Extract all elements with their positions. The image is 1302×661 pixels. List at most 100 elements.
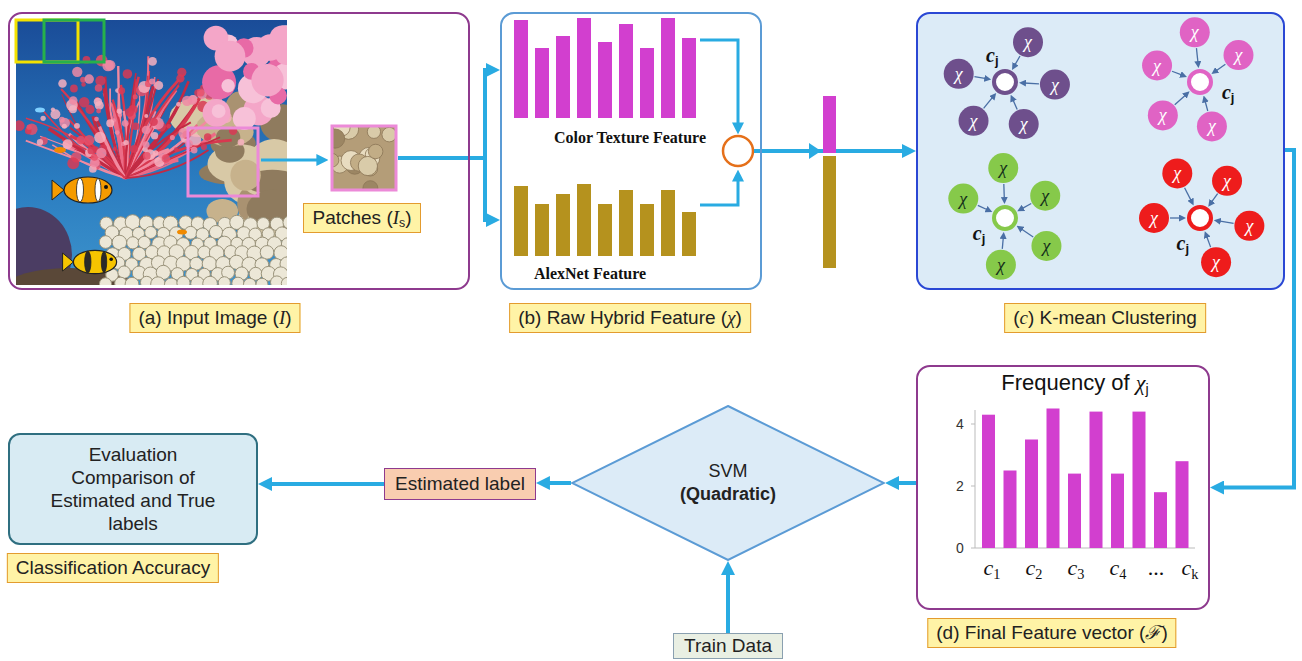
coral-polyp	[213, 118, 219, 124]
coral-polyp	[142, 126, 151, 135]
anemone-bubble	[274, 246, 287, 260]
coral-polyp	[16, 120, 25, 131]
coral-branch	[121, 85, 126, 178]
coral-polyp	[153, 123, 159, 129]
feature-point	[1180, 17, 1210, 47]
graphic-part: j	[1185, 241, 1189, 256]
anemone-bubble	[283, 216, 287, 229]
anemone-bubble	[139, 257, 154, 272]
graphic-part: s	[399, 216, 405, 230]
arrow-line	[1220, 150, 1294, 488]
fish-band	[101, 252, 106, 273]
coral-branch	[125, 150, 209, 178]
merge-arrow	[700, 40, 738, 126]
graphic-part: c	[984, 555, 994, 580]
anemone-bubble	[191, 217, 204, 230]
anemone-bubble	[184, 245, 198, 259]
graphic-part: 4	[956, 416, 964, 432]
coral-polyp	[176, 102, 181, 107]
graphic-part: Evaluation Comparison of Estimated and T…	[51, 444, 216, 534]
feature-panel: (b) Raw Hybrid Feature (χ)Color Texture …	[500, 12, 762, 290]
graphic-part: 4	[1119, 566, 1126, 582]
flow-arrow	[546, 483, 571, 484]
graphic-part: Frequency of	[1001, 370, 1136, 395]
coral-polyp	[99, 145, 107, 153]
graphic-part: χ	[1235, 45, 1243, 65]
coral-polyp	[90, 157, 100, 167]
anemone-bubble	[249, 228, 262, 241]
graphic-part: k	[1191, 566, 1198, 582]
assignment-arrow	[1021, 229, 1034, 237]
flow-arrow	[470, 70, 490, 220]
coral-polyp	[37, 139, 43, 145]
coral-polyp	[70, 85, 78, 93]
coral-polyp	[106, 119, 114, 127]
rock	[196, 111, 251, 146]
coral-polyp	[95, 76, 105, 86]
coral-polyp	[144, 114, 148, 118]
color-texture-bar	[619, 24, 633, 118]
coral-polyp	[90, 160, 100, 170]
anemone-bubble	[230, 215, 244, 229]
cluster-centroid	[994, 207, 1016, 229]
hybrid-bar	[823, 156, 836, 268]
graphic-part: χ	[1024, 32, 1032, 52]
anemone-bubble	[119, 227, 133, 241]
coral-polyp	[182, 131, 190, 139]
soft-coral	[215, 41, 246, 72]
graphic-part: c	[1068, 555, 1078, 580]
graphic-part: c	[973, 222, 982, 244]
anemone-bubble	[153, 217, 166, 230]
coral-branch	[125, 137, 220, 178]
feature-point	[986, 250, 1016, 280]
coral-polyp	[133, 94, 138, 99]
coral-polyp	[95, 97, 100, 102]
feature-point	[1212, 166, 1242, 196]
fish-body	[64, 177, 112, 203]
patch-texture	[350, 154, 367, 171]
coral-branch	[74, 150, 125, 178]
coral-branch	[103, 93, 125, 178]
patch-texture	[367, 126, 380, 138]
coral-polyp	[177, 68, 186, 77]
rock	[225, 92, 253, 134]
anemone-bubble	[261, 266, 276, 281]
feature-point-label: χ	[1153, 57, 1161, 75]
coral-polyp	[105, 60, 116, 71]
coral-polyp	[205, 90, 214, 99]
anemone-bubble	[176, 256, 191, 271]
coral-branch	[52, 145, 125, 178]
patch-tag: Patches (Is)	[303, 203, 420, 233]
coral-polyp	[188, 95, 198, 105]
anemone-bubble	[132, 266, 146, 280]
coral-branch	[26, 118, 125, 178]
coral-branch	[113, 100, 125, 178]
anemone-bubble	[125, 277, 139, 285]
feature-point-label: χ	[1235, 46, 1243, 64]
coral-branch	[125, 86, 153, 178]
anemone-bubble	[218, 277, 230, 285]
anemone-bubble	[176, 238, 189, 251]
feature-point	[1013, 27, 1043, 57]
coral-branch	[93, 116, 125, 178]
assignment-arrow	[1014, 56, 1020, 66]
coral-branch	[40, 136, 125, 178]
coral-branch	[96, 129, 125, 178]
coral-polyp	[95, 84, 103, 92]
soft-coral	[241, 37, 271, 67]
soft-coral	[244, 68, 261, 85]
coral-branch	[125, 150, 169, 178]
image-panel: (a) Input Image (I)Patches (Is)	[8, 12, 470, 290]
coral-polyp	[91, 154, 98, 161]
graphic-part: (	[1013, 307, 1019, 328]
anemone-bubble	[164, 236, 177, 249]
coral-polyp	[50, 109, 60, 119]
anemone-bubble	[112, 257, 125, 270]
anemone-bubble	[125, 215, 140, 230]
coral-polyp	[125, 108, 134, 117]
rock	[263, 164, 287, 201]
anemone-bubble	[164, 278, 178, 285]
soft-coral	[243, 95, 273, 125]
anemone-bubble	[237, 227, 251, 241]
color-texture-bar	[535, 48, 549, 118]
